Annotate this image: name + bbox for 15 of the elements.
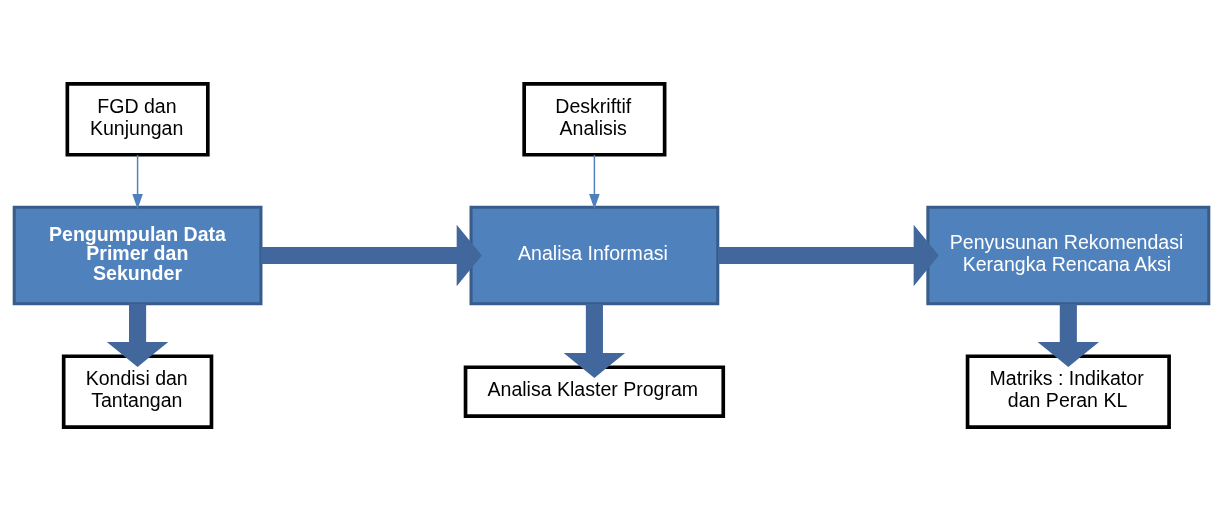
- node-box: Deskriftif Analisis: [522, 82, 667, 157]
- node-box: Pengumpulan Data Primer dan Sekunder: [12, 205, 263, 306]
- arrow: [261, 224, 482, 287]
- arrow: [132, 154, 143, 210]
- arrow: [717, 224, 939, 287]
- node-box: Analisa Klaster Program: [463, 365, 726, 418]
- node-box: Analisa Informasi: [469, 205, 720, 306]
- arrow: [1037, 303, 1100, 367]
- node-box: Matriks : Indikator dan Peran KL: [965, 354, 1171, 429]
- arrow: [589, 154, 600, 210]
- node-box: FGD dan Kunjungan: [65, 82, 210, 157]
- arrow: [563, 303, 626, 378]
- node-box: Kondisi dan Tantangan: [61, 354, 214, 429]
- arrow: [106, 303, 169, 367]
- node-box: Penyusunan Rekomendasi Kerangka Rencana Aksi: [926, 205, 1211, 306]
